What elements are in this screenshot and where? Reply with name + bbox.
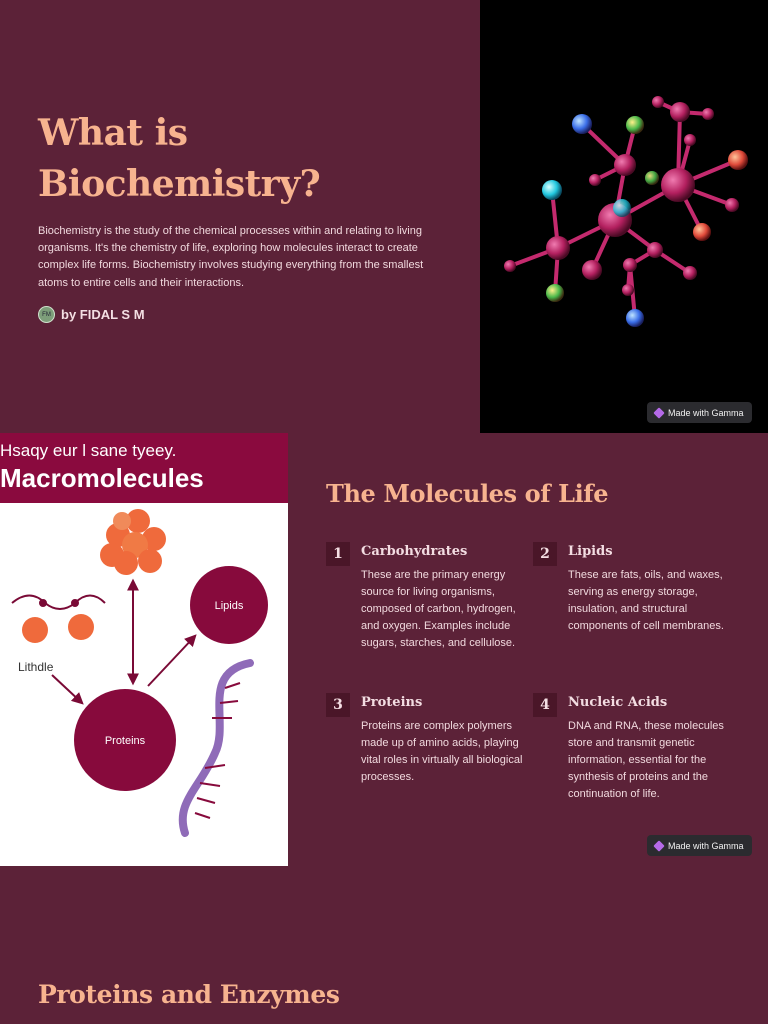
lipids-label: Lipids: [215, 600, 244, 612]
item-number: 1: [326, 542, 350, 566]
item-text: Proteins are complex polymers made up of…: [361, 720, 523, 783]
author-name: by FIDAL S M: [61, 307, 145, 322]
made-with-gamma-badge[interactable]: Made with Gamma: [647, 402, 752, 423]
panel-header: Hsaqy eur l sane tyeey. Macromolecules: [0, 433, 288, 503]
item-number: 3: [326, 693, 350, 717]
macromolecules-diagram: Lithdle Lipids Proteins: [11, 509, 268, 837]
item-heading: Lipids: [568, 544, 613, 559]
proteins-label: Proteins: [105, 735, 146, 747]
item-text: These are fats, oils, and waxes, serving…: [568, 569, 724, 632]
lithdle-chain-icon: [11, 594, 106, 610]
proteins-enzymes-title: Proteins and Enzymes: [38, 980, 340, 1009]
avatar: FM: [38, 306, 55, 323]
item-number: 4: [533, 693, 557, 717]
intro-paragraph: Biochemistry is the study of the chemica…: [38, 225, 424, 289]
slide-title: What is Biochemistry?: [38, 112, 321, 205]
item-heading: Proteins: [361, 695, 423, 710]
made-with-gamma-badge-2[interactable]: Made with Gamma: [647, 835, 752, 856]
dna-helix-icon: [178, 659, 254, 837]
gamma-gem-icon: [653, 839, 665, 852]
carbohydrate-cluster-icon: [100, 509, 166, 575]
item-text: These are the primary energy source for …: [361, 569, 516, 649]
item-heading: Nucleic Acids: [568, 695, 668, 710]
author-byline: FM by FIDAL S M: [38, 306, 145, 323]
gamma-gem-icon: [653, 406, 665, 419]
item-text: DNA and RNA, these molecules store and t…: [568, 720, 724, 800]
molecule-drawing: [504, 96, 748, 327]
item-heading: Carbohydrates: [361, 544, 468, 559]
badge-label: Made with Gamma: [668, 840, 744, 851]
panel-title: Macromolecules: [0, 463, 204, 493]
lithdle-label: Lithdle: [18, 660, 54, 674]
molecules-of-life-title: The Molecules of Life: [326, 479, 609, 508]
molecule-illustration: Made with Gamma: [480, 0, 768, 433]
panel-subtitle: Hsaqy eur l sane tyeey.: [0, 441, 177, 460]
item-number: 2: [533, 542, 557, 566]
badge-label: Made with Gamma: [668, 407, 744, 418]
macromolecules-illustration: Hsaqy eur l sane tyeey. Macromolecules: [0, 433, 288, 866]
